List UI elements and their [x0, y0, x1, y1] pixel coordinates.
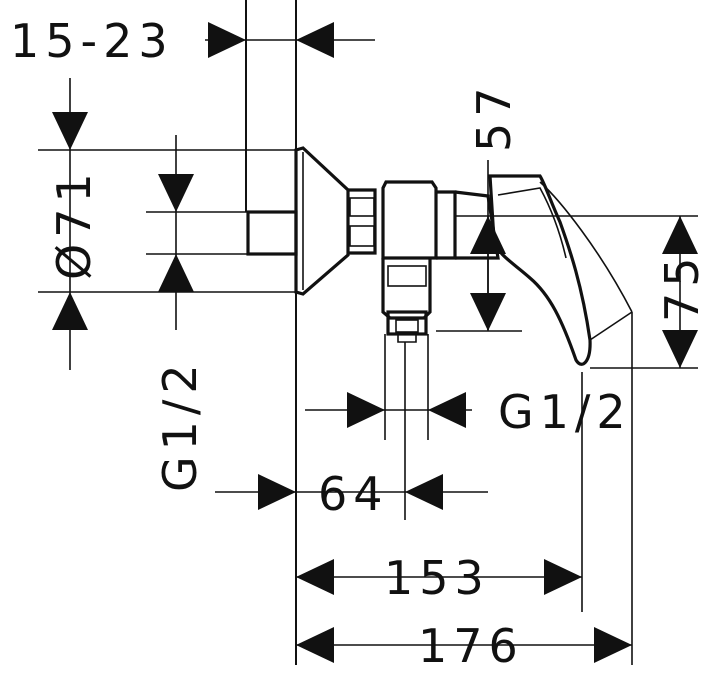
dim-diameter: Ø71 — [47, 78, 101, 370]
lever-handle — [488, 174, 592, 366]
outlet-spout — [381, 258, 432, 320]
dim-wall-to-handle: 153 — [296, 551, 582, 605]
dim-wall-to-outlet: 64 — [215, 467, 488, 521]
dim-wall-depth: 15-23 — [10, 14, 375, 68]
label-outlet-height: 57 — [467, 81, 521, 152]
reference-lines — [38, 0, 698, 665]
dim-outlet-thread: G1/2 — [305, 385, 632, 439]
label-wall-to-handle: 153 — [384, 551, 490, 605]
label-handle-height: 75 — [655, 251, 709, 322]
dim-outlet-height: 57 — [467, 81, 521, 331]
label-inlet-thread: G1/2 — [153, 358, 207, 492]
valve-body — [381, 180, 438, 260]
label-outlet-thread: G1/2 — [498, 385, 632, 439]
label-total-depth: 176 — [418, 619, 524, 673]
label-wall-to-outlet: 64 — [318, 467, 389, 521]
dim-total-depth: 176 — [296, 619, 632, 673]
label-diameter: Ø71 — [47, 167, 101, 280]
dim-handle-height: 75 — [655, 216, 709, 368]
dim-inlet-thread: G1/2 — [153, 135, 207, 492]
label-wall-depth: 15-23 — [10, 14, 174, 68]
inlet-connector — [246, 210, 298, 256]
mixer-outline — [246, 146, 633, 366]
